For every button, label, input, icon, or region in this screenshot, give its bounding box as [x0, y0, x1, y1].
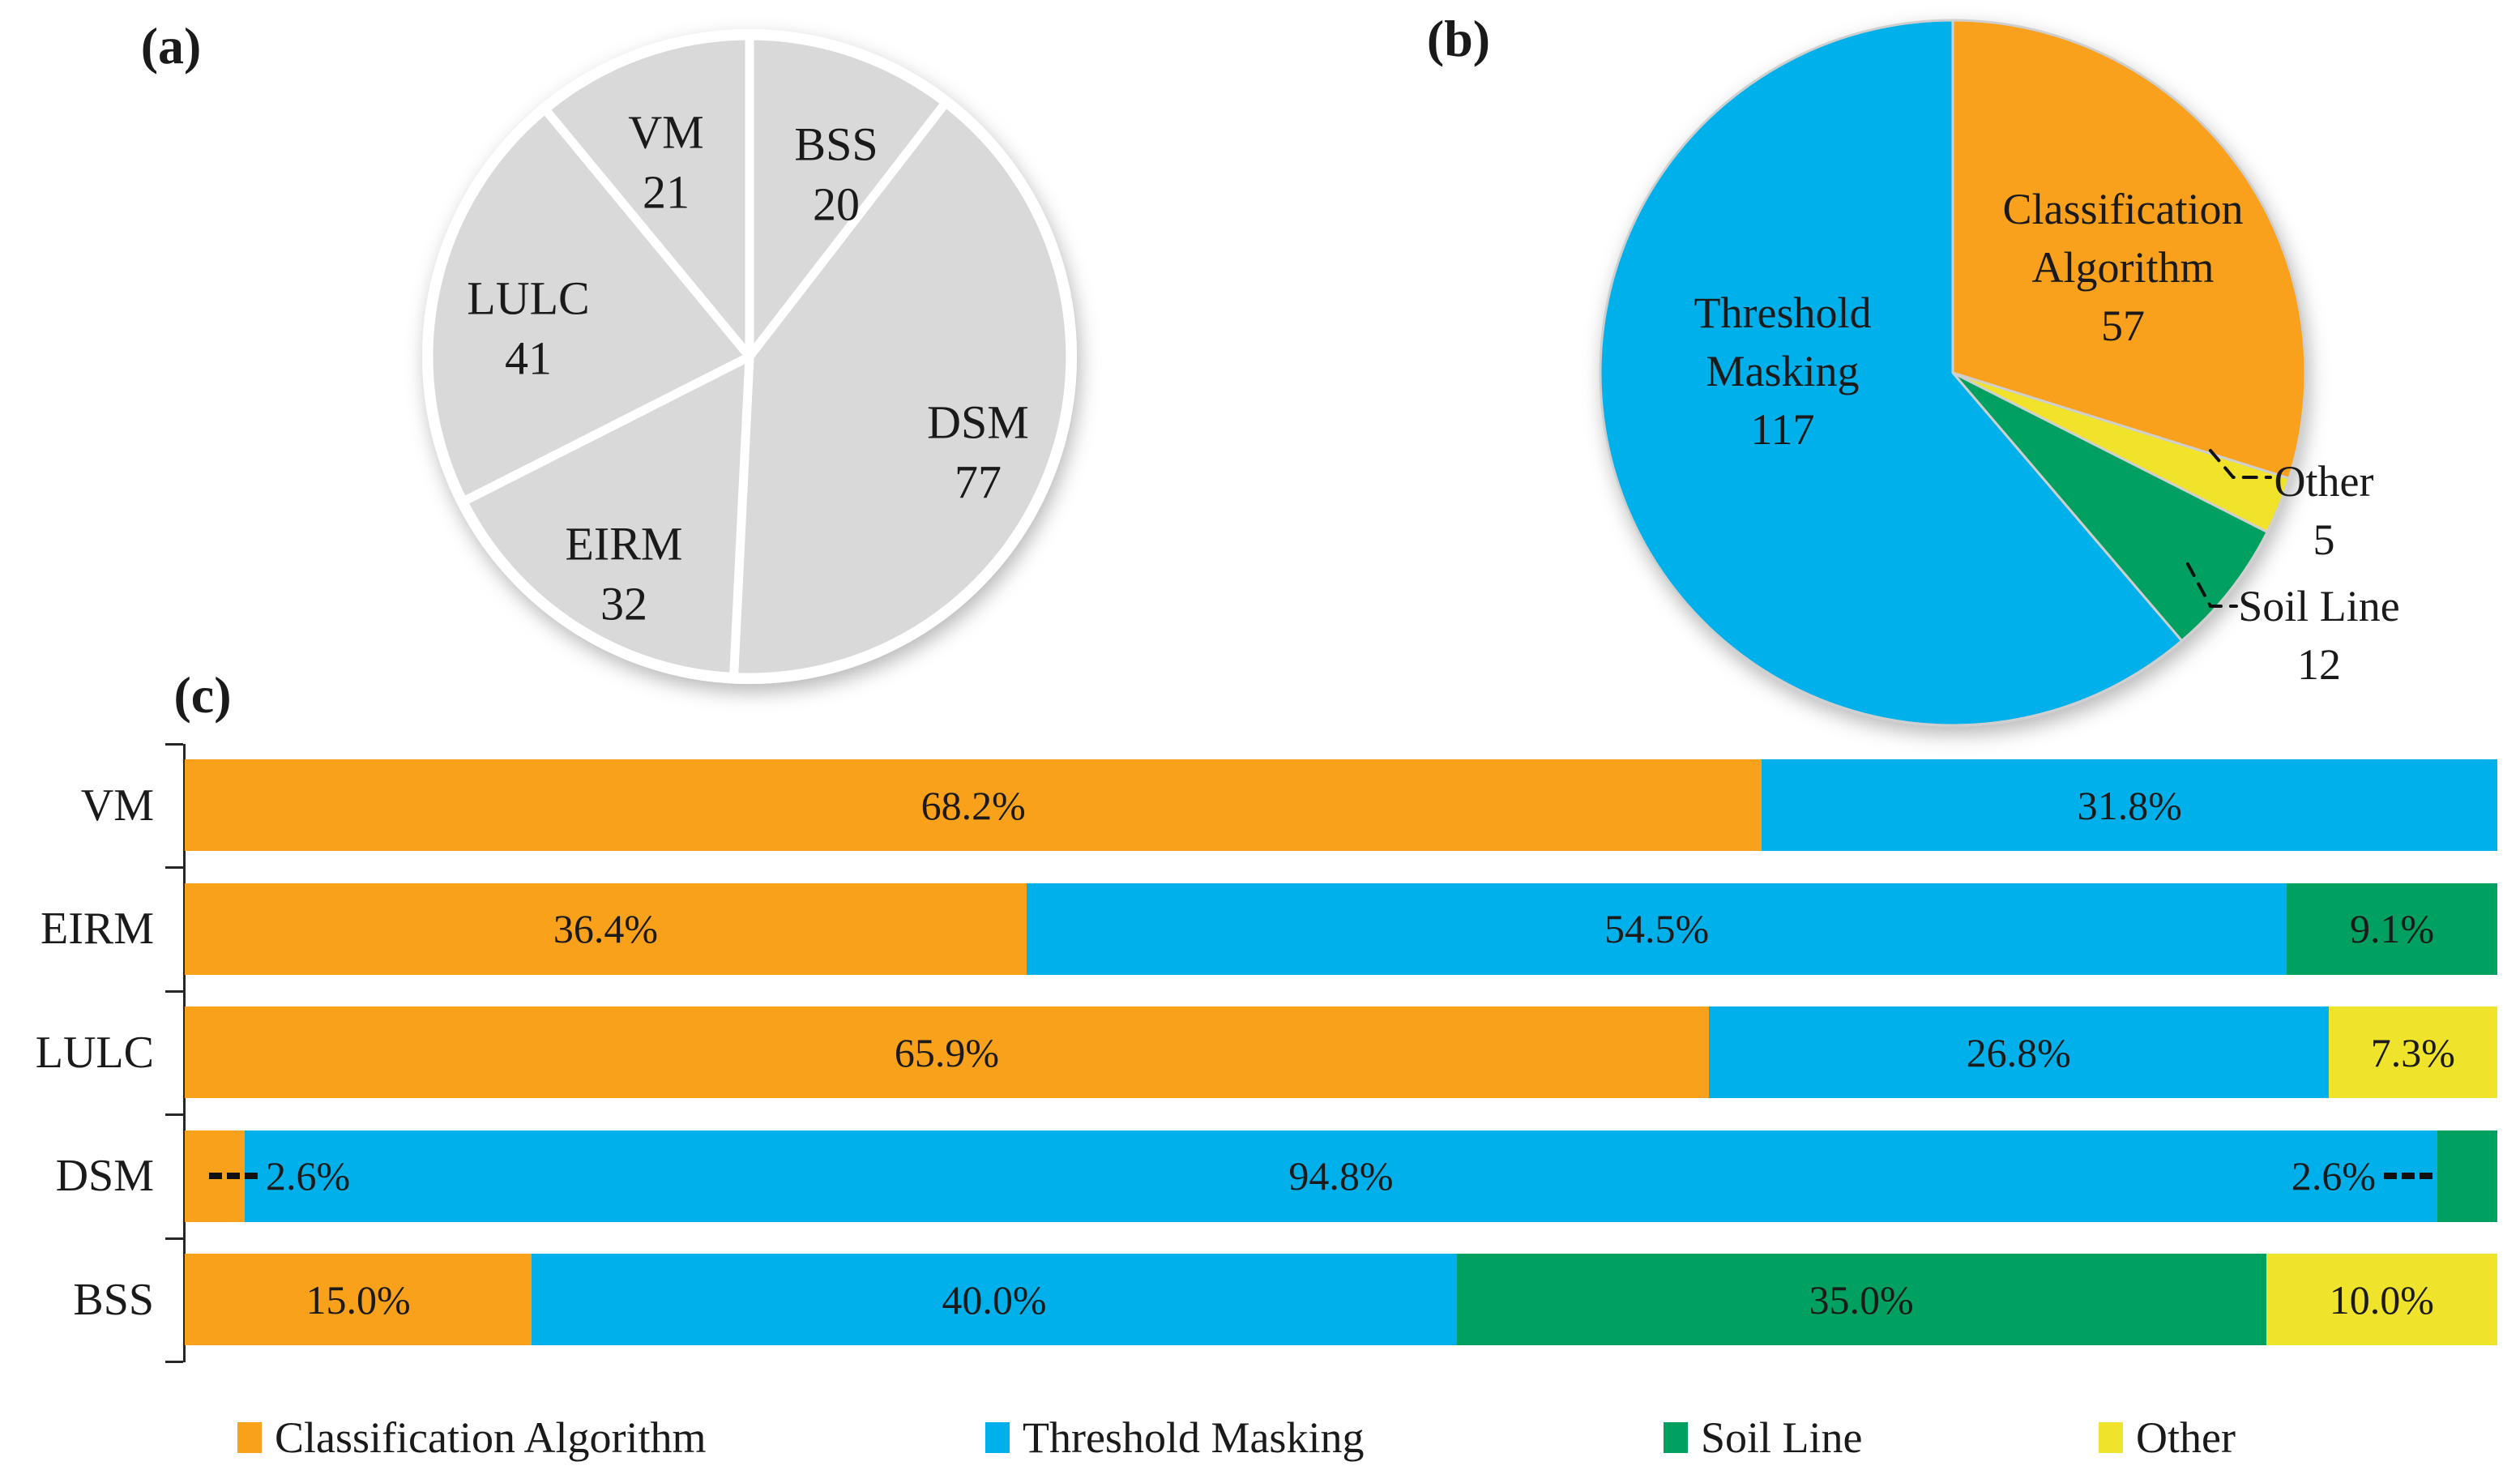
y-axis-tick [165, 1113, 183, 1116]
y-axis-tick [165, 989, 183, 993]
bar-segment-lulc-other: 7.3% [2328, 1006, 2497, 1098]
legend-item-classification-algorithm: Classification Algorithm [237, 1412, 706, 1464]
pie-a-slice-vm [540, 31, 754, 361]
category-label-bss: BSS [73, 1274, 154, 1325]
legend-item-soil-line: Soil Line [1664, 1412, 1863, 1464]
pie-a-slice-bss [745, 31, 950, 361]
bar-segment-eirm-threshold-masking: 54.5% [1026, 883, 2287, 975]
panel-b-label: (b) [1426, 10, 1491, 67]
bar-row-dsm: 94.8% 2.6% 2.6% [185, 1130, 2497, 1222]
legend-swatch-soil-line [1664, 1422, 1688, 1453]
segment-value-label: 10.0% [2329, 1276, 2434, 1323]
callout-value-label: 2.6% [2291, 1153, 2376, 1199]
legend-label-classification-algorithm: Classification Algorithm [275, 1413, 707, 1462]
pie-a-slice-eirm [459, 352, 754, 682]
y-axis-tick [165, 1361, 183, 1363]
pie-a-slice-lulc [424, 105, 754, 506]
category-label-dsm: DSM [55, 1151, 154, 1201]
category-label-vm: VM [80, 780, 154, 831]
bar-segment-dsm-soil-line [2437, 1130, 2497, 1222]
bar-segment-vm-classification-algorithm: 68.2% [185, 759, 1762, 851]
bar-segment-lulc-threshold-masking: 26.8% [1708, 1006, 2329, 1098]
y-axis-tick [165, 742, 183, 746]
pie-chart-applications [422, 29, 1077, 684]
segment-value-label: 26.8% [1966, 1029, 2071, 1075]
segment-value-label: 68.2% [920, 782, 1026, 828]
bar-row-bss: 15.0% 40.0% 35.0% 10.0% [185, 1254, 2497, 1345]
soil-line-leader [2186, 562, 2238, 608]
callout-dash-line [209, 1173, 258, 1179]
bar-segment-bss-threshold-masking: 40.0% [532, 1254, 1457, 1345]
segment-value-label: 36.4% [553, 906, 659, 951]
segment-value-label: 54.5% [1604, 906, 1710, 951]
bar-segment-eirm-soil-line: 9.1% [2287, 883, 2497, 975]
segment-value-label: 31.8% [2077, 782, 2182, 828]
bar-segment-bss-classification-algorithm: 15.0% [185, 1254, 532, 1345]
legend-label-soil-line: Soil Line [1701, 1413, 1863, 1462]
pie-b-slice-threshold-masking [1599, 19, 2184, 727]
legend-swatch-threshold-masking [985, 1422, 1010, 1453]
bar-row-vm: 68.2% 31.8% [185, 759, 2497, 851]
y-axis-tick [165, 1237, 183, 1240]
legend-swatch-other [2099, 1422, 2123, 1453]
pie-chart-methodologies [1599, 19, 2307, 727]
other-leader [2209, 449, 2272, 479]
callout-left-dsm: 2.6% [209, 1130, 350, 1222]
legend-item-other: Other [2099, 1412, 2236, 1464]
segment-value-label: 15.0% [305, 1276, 411, 1323]
bar-segment-dsm-threshold-masking: 94.8% [245, 1130, 2437, 1222]
category-label-eirm: EIRM [41, 904, 154, 954]
pie-a-slice-dsm [729, 98, 1075, 682]
pie-b-slice-classification-algorithm [1951, 19, 2307, 480]
bar-row-lulc: 65.9% 26.8% 7.3% [185, 1006, 2497, 1098]
bar-segment-bss-soil-line: 35.0% [1456, 1254, 2266, 1345]
segment-value-label: 35.0% [1809, 1276, 1914, 1323]
legend-swatch-classification-algorithm [237, 1422, 262, 1453]
legend-label-other: Other [2136, 1413, 2236, 1462]
bar-segment-bss-other: 10.0% [2266, 1254, 2497, 1345]
legend-label-threshold-masking: Threshold Masking [1023, 1413, 1365, 1462]
y-axis-line [183, 744, 186, 1362]
callout-dash-line [2384, 1173, 2432, 1179]
segment-value-label: 65.9% [894, 1029, 999, 1075]
bar-segment-vm-threshold-masking: 31.8% [1762, 759, 2497, 851]
category-label-lulc: LULC [35, 1027, 154, 1078]
segment-value-label: 7.3% [2370, 1029, 2455, 1075]
y-axis-tick [165, 866, 183, 869]
legend-item-threshold-masking: Threshold Masking [985, 1412, 1364, 1464]
pie-b-slice-soil-line [1951, 371, 2269, 643]
segment-value-label: 94.8% [1288, 1153, 1394, 1199]
bar-row-eirm: 36.4% 54.5% 9.1% [185, 883, 2497, 975]
callout-right-dsm: 2.6% [2291, 1130, 2432, 1222]
bar-segment-eirm-classification-algorithm: 36.4% [185, 883, 1027, 975]
bar-segment-lulc-classification-algorithm: 65.9% [185, 1006, 1709, 1098]
panel-c-label: (c) [173, 666, 232, 724]
segment-value-label: 40.0% [942, 1276, 1047, 1323]
callout-value-label: 2.6% [266, 1153, 351, 1199]
panel-a-label: (a) [140, 17, 202, 75]
segment-value-label: 9.1% [2350, 906, 2435, 951]
